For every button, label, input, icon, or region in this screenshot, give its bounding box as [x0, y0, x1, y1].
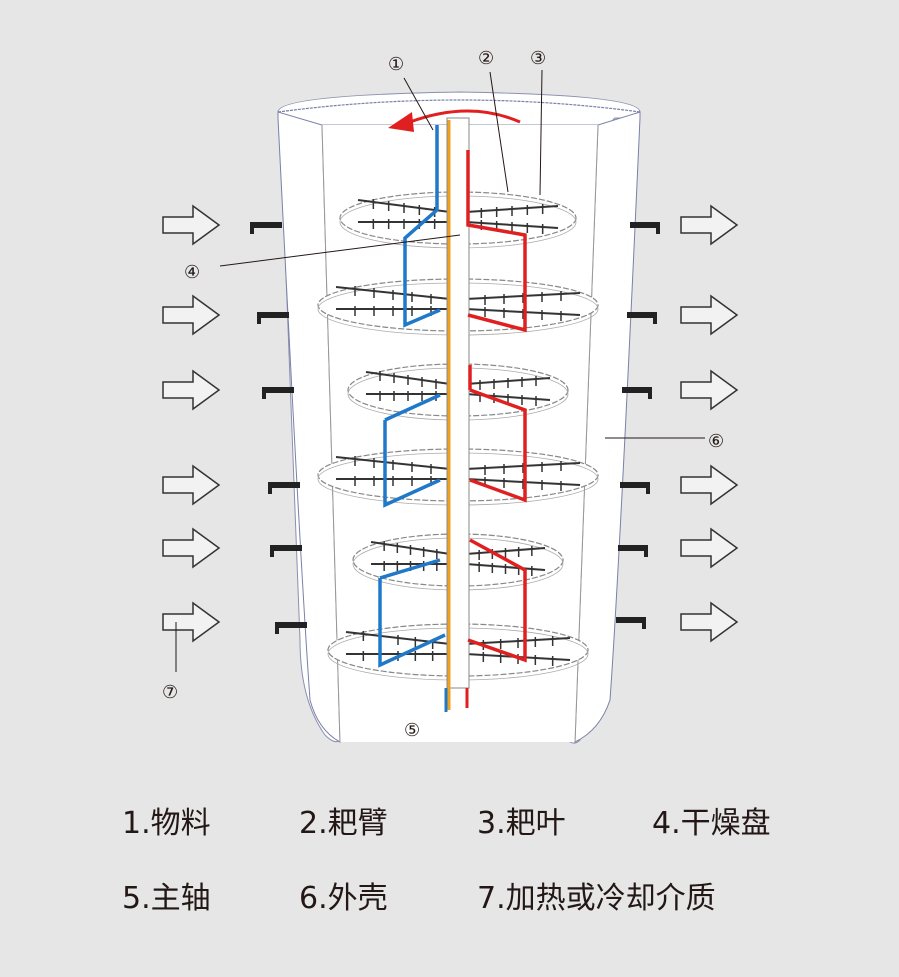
nozzle-flange [270, 545, 302, 551]
heating-pipe [466, 150, 527, 663]
inlet-arrow-icon [162, 369, 221, 411]
main-shaft [446, 117, 470, 710]
callout-7: ⑦ [162, 682, 178, 703]
inlet-arrow-icon [162, 527, 221, 569]
nozzle-flange [616, 617, 646, 623]
nozzles [250, 222, 660, 634]
inlet-arrow-icon [162, 601, 221, 643]
leader-lines [175, 69, 705, 672]
rake-arm [358, 219, 450, 229]
rake-arm [335, 456, 451, 474]
legend-item-main-shaft: 5.主轴 [122, 881, 211, 916]
rake-arm [465, 461, 581, 475]
legend-item-rake-blade: 3.耙叶 [477, 806, 566, 841]
inlet-arrow-icon [162, 464, 221, 506]
plate-dryer-diagram: ① ② ③ ④ ⑤ ⑥ ⑦ [162, 48, 739, 744]
nozzle-flange [275, 622, 307, 628]
callout-6: ⑥ [708, 431, 724, 452]
rake-arm [366, 391, 450, 401]
medium-flow-arrows [162, 204, 739, 643]
outlet-arrow-icon [680, 204, 739, 246]
nozzle-flange [622, 387, 652, 393]
callout-3: ③ [530, 48, 546, 69]
pipes [378, 125, 527, 712]
rake-arm [365, 371, 451, 389]
rake-arm [465, 376, 551, 390]
rake-arm [465, 204, 559, 218]
legend-item-rake-arm: 2.耙臂 [299, 806, 388, 841]
callout-4: ④ [184, 262, 200, 283]
legend-item-material: 1.物料 [122, 806, 211, 841]
nozzle-flange [630, 222, 660, 228]
inlet-arrow-icon [162, 204, 221, 246]
outlet-arrow-icon [680, 527, 739, 569]
callouts: ① ② ③ ④ ⑤ ⑥ ⑦ [162, 48, 724, 741]
nozzle-flange [268, 482, 300, 488]
outlet-arrow-icon [680, 294, 739, 336]
rake-arm [336, 476, 450, 486]
rake-arm [465, 307, 581, 321]
nozzle-flange [618, 545, 648, 551]
rake-arm [335, 286, 451, 304]
outer-shell [277, 91, 641, 744]
inlet-arrow-icon [162, 294, 221, 336]
nozzle-flange [262, 387, 294, 393]
material-pipe [378, 125, 446, 668]
legend-item-shell: 6.外壳 [299, 881, 388, 916]
rake-arm [465, 291, 581, 305]
nozzle-flange [250, 222, 282, 228]
nozzle-flange [620, 482, 650, 488]
nozzle-flange [257, 312, 289, 318]
rake-arm [465, 477, 581, 491]
legend-item-heating-cooling-medium: 7.加热或冷却介质 [477, 881, 716, 916]
callout-1: ① [388, 54, 404, 75]
outlet-arrow-icon [680, 369, 739, 411]
outlet-arrow-icon [680, 464, 739, 506]
legend-item-drying-tray: 4.干燥盘 [652, 806, 771, 841]
callout-5: ⑤ [404, 720, 420, 741]
rake-arm [370, 541, 451, 559]
rake-arm [336, 306, 450, 316]
outlet-arrow-icon [680, 601, 739, 643]
rotation-arrow-icon [388, 109, 521, 132]
nozzle-flange [627, 312, 657, 318]
callout-2: ② [478, 48, 494, 69]
